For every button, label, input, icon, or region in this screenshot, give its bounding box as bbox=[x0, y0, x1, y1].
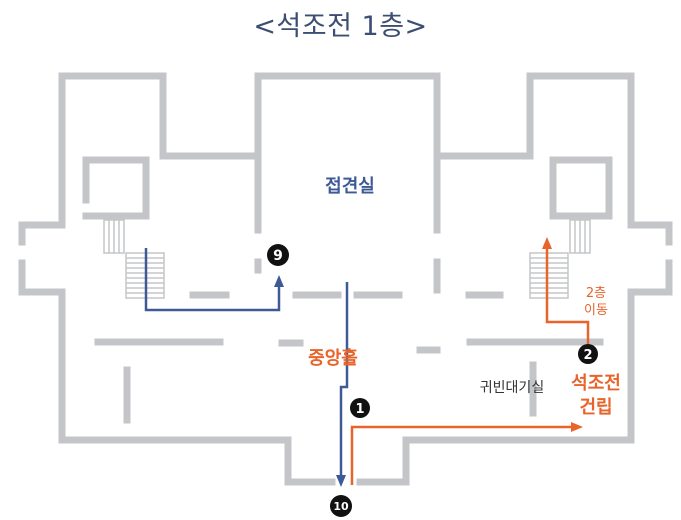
staircase-right bbox=[529, 219, 591, 299]
marker-1: 1 bbox=[350, 398, 370, 418]
room-label-construction-1: 석조전 bbox=[571, 373, 621, 394]
map-title: <석조전 1층> bbox=[253, 11, 428, 42]
arrow-up-icon bbox=[274, 275, 284, 287]
route-blue bbox=[144, 248, 349, 487]
marker-10-label: 10 bbox=[333, 500, 349, 513]
marker-10: 10 bbox=[330, 495, 352, 517]
room-label-waiting-room: 귀빈대기실 bbox=[480, 380, 544, 396]
marker-9: 9 bbox=[267, 244, 289, 266]
stairs-label-2: 이동 bbox=[584, 303, 608, 318]
marker-2: 2 bbox=[578, 344, 598, 364]
room-label-construction-2: 건립 bbox=[579, 397, 612, 418]
marker-9-label: 9 bbox=[273, 248, 283, 264]
room-label-reception: 접견실 bbox=[325, 176, 375, 197]
stairs-label-1: 2층 bbox=[586, 286, 606, 301]
marker-1-label: 1 bbox=[355, 402, 364, 417]
arrow-right-icon bbox=[571, 422, 583, 432]
arrow-down-icon bbox=[336, 475, 346, 487]
marker-2-label: 2 bbox=[583, 348, 592, 363]
route-orange bbox=[350, 237, 590, 485]
room-label-central-hall: 중앙홀 bbox=[308, 347, 358, 369]
walls bbox=[18, 72, 673, 486]
arrow-up-icon bbox=[542, 237, 552, 249]
staircase-left bbox=[103, 219, 165, 299]
